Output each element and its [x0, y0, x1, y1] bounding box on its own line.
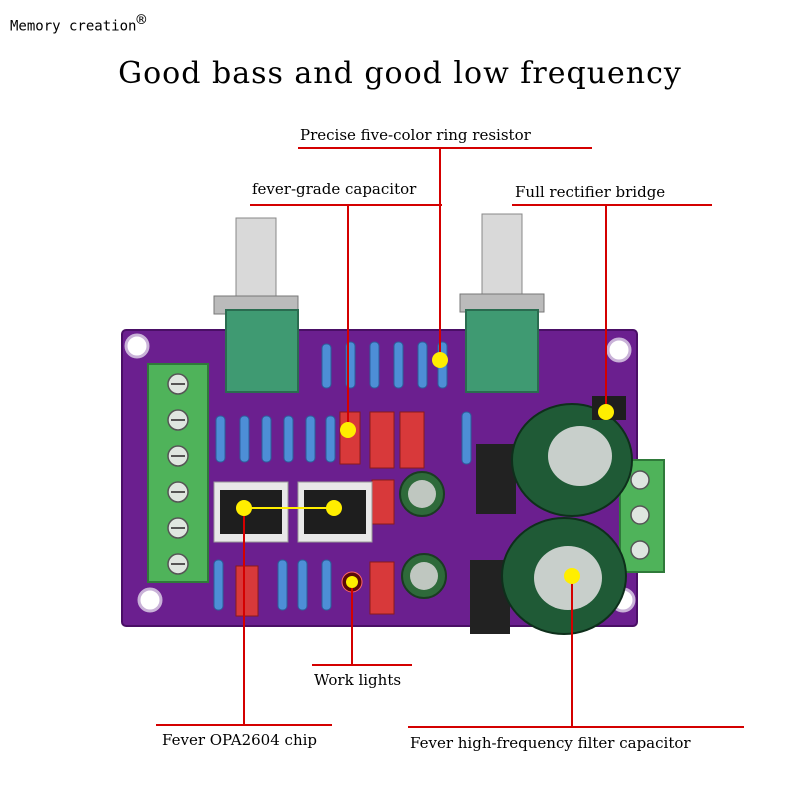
- registered-mark: ®: [136, 10, 147, 29]
- callout-resistor: Precise five-color ring resistor: [300, 126, 531, 144]
- brand-watermark: Memory creation®: [10, 10, 146, 35]
- resistor-array: [213, 341, 472, 611]
- callout-work-lights: Work lights: [314, 671, 402, 689]
- potentiometer-right: [459, 213, 545, 393]
- mounting-hole: [137, 587, 163, 613]
- small-electrolytic-capacitors: [399, 471, 447, 599]
- potentiometer-left: [213, 217, 299, 393]
- power-terminal-block: [619, 459, 665, 573]
- callout-filter-capacitor: Fever high-frequency filter capacitor: [410, 734, 691, 752]
- voltage-regulators: [470, 444, 516, 634]
- opamp-chips: [213, 481, 373, 543]
- mounting-hole: [606, 337, 632, 363]
- highlight-markers: [236, 352, 614, 588]
- callout-capacitor: fever-grade capacitor: [252, 180, 417, 198]
- brand-name: Memory creation: [10, 18, 137, 35]
- callout-chip: Fever OPA2604 chip: [162, 731, 318, 749]
- mounting-hole: [124, 333, 150, 359]
- input-terminal-block: [147, 363, 209, 583]
- film-capacitors: [235, 411, 425, 617]
- headline: Good bass and good low frequency: [118, 56, 682, 91]
- callout-lines: [156, 147, 744, 728]
- callout-rectifier: Full rectifier bridge: [515, 183, 666, 201]
